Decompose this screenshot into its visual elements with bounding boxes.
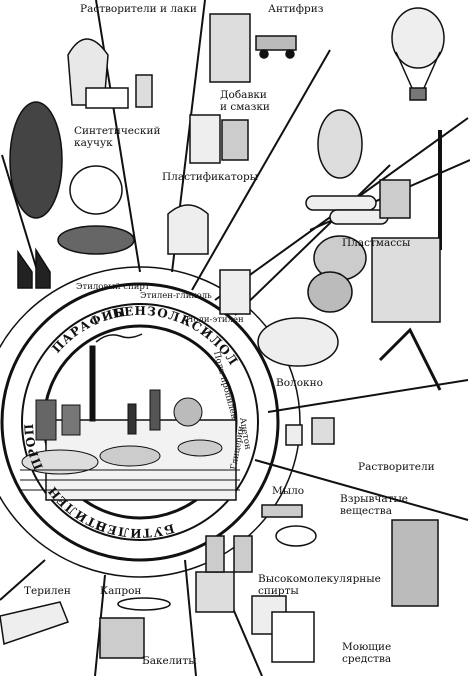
ethylene-glycol-label: Этилен-гликоль <box>140 291 212 301</box>
label-terylene: Терилен <box>24 585 71 597</box>
label-antifreeze: Антифриз <box>268 3 324 15</box>
label-kapron: Капрон <box>100 585 141 597</box>
label-fiber: Волокно <box>276 377 323 389</box>
label-bakelites: Бакелиты <box>142 655 197 667</box>
label-soap: Мыло <box>272 485 304 497</box>
label-plastics: Пластмассы <box>342 237 410 249</box>
label-solvents: Растворители <box>358 461 435 473</box>
refinery-illustration <box>20 333 240 501</box>
product-illustrations <box>0 7 445 663</box>
polyethylene-label: Поли-этилен <box>186 315 244 325</box>
label-plasticizers: Пластификаторы <box>162 171 258 183</box>
core-product-benzene: БЕНЗОЛ <box>111 304 182 325</box>
label-solvents-lacquers: Растворители и лаки <box>80 3 197 15</box>
ethyl-alcohol-label: Этиловый спирт <box>76 282 150 292</box>
